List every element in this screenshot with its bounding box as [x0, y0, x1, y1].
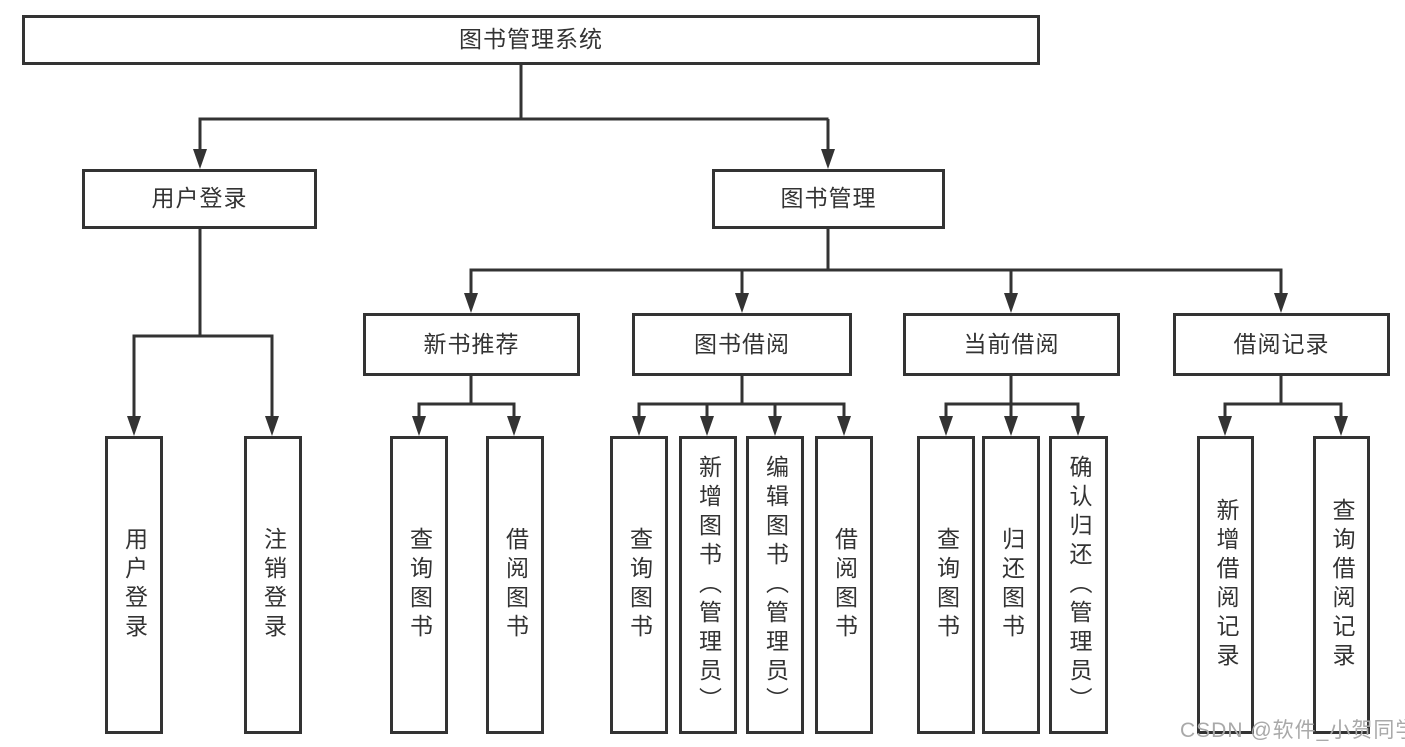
- node-borrow-record: 借阅记录: [1173, 313, 1390, 376]
- leaf-logout-login: 注销登录: [244, 436, 302, 734]
- node-book-management: 图书管理: [712, 169, 945, 229]
- arrowheads: [127, 149, 1348, 436]
- leaf-query-book-current: 查询图书: [917, 436, 975, 734]
- node-new-book-recommend: 新书推荐: [363, 313, 580, 376]
- leaf-user-login: 用户登录: [105, 436, 163, 734]
- leaf-borrow-book: 借阅图书: [815, 436, 873, 734]
- node-current-borrow: 当前借阅: [903, 313, 1120, 376]
- leaf-query-book-recommend: 查询图书: [390, 436, 448, 734]
- leaf-add-borrow-record: 新增借阅记录: [1197, 436, 1254, 734]
- leaf-add-book-admin: 新增图书（管理员）: [679, 436, 737, 734]
- leaf-return-book: 归还图书: [982, 436, 1040, 734]
- node-root-library-system: 图书管理系统: [22, 15, 1040, 65]
- leaf-edit-book-admin: 编辑图书（管理员）: [746, 436, 804, 734]
- node-user-login: 用户登录: [82, 169, 317, 229]
- leaf-borrow-book-recommend: 借阅图书: [486, 436, 544, 734]
- leaf-confirm-return-admin: 确认归还（管理员）: [1049, 436, 1108, 734]
- leaf-query-borrow-record: 查询借阅记录: [1313, 436, 1370, 734]
- node-book-borrow: 图书借阅: [632, 313, 852, 376]
- csdn-watermark: CSDN @软件_小贺同学: [1180, 719, 1405, 742]
- leaf-query-book-borrow: 查询图书: [610, 436, 668, 734]
